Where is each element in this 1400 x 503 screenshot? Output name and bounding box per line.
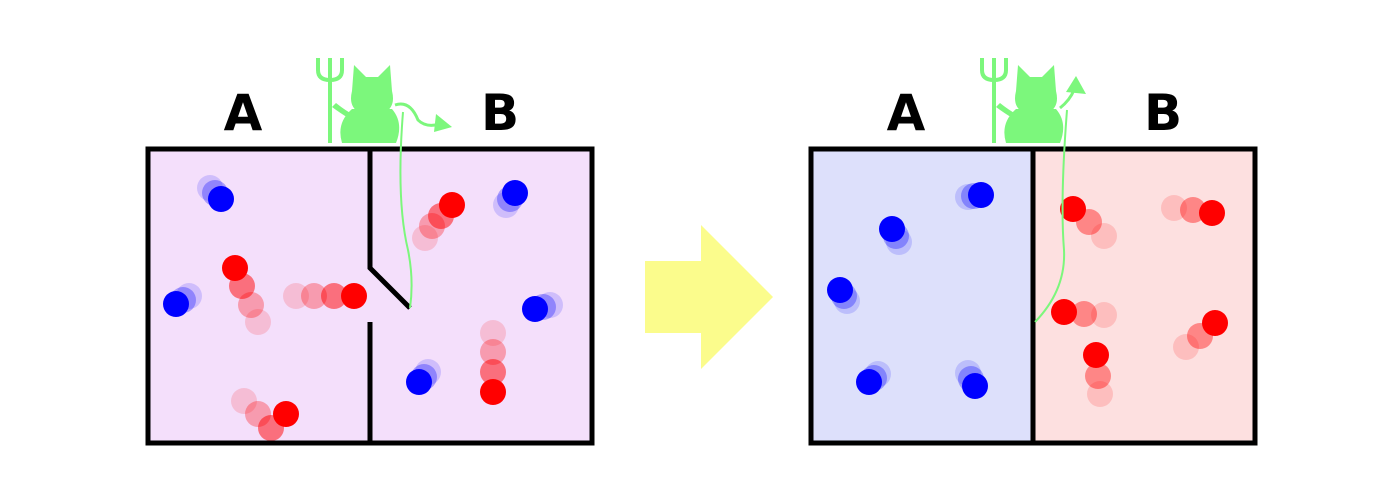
slow-molecule: [197, 175, 234, 212]
door-string: [1034, 109, 1068, 323]
panel-after: A B: [808, 58, 1258, 446]
label-a-after: A: [887, 84, 926, 142]
demon-tail: [1059, 89, 1076, 110]
trident-icon: [980, 58, 1008, 143]
demon-tail: [394, 102, 441, 127]
slow-molecule: [522, 292, 563, 322]
fast-molecule: [231, 388, 299, 441]
partition-wall: [367, 149, 412, 310]
slow-molecule: [955, 182, 994, 210]
slow-molecule: [163, 283, 202, 317]
slow-molecule: [406, 359, 441, 395]
fast-molecule: [222, 255, 271, 335]
molecules-after: [827, 182, 1228, 407]
chamber-b-after: [1033, 149, 1255, 443]
demon-icon: [316, 58, 452, 309]
demon-icon: [980, 58, 1086, 323]
molecules-before: [163, 175, 563, 441]
label-b-before: B: [481, 84, 519, 142]
fast-molecule: [283, 283, 367, 309]
slow-molecule: [879, 216, 912, 255]
slow-molecule: [827, 277, 860, 314]
door-string: [399, 111, 413, 309]
trident-icon: [316, 58, 344, 143]
panel-before: A B: [145, 58, 595, 446]
fast-molecule: [480, 320, 506, 405]
process-arrow: [645, 225, 773, 369]
right-arrow-icon: [645, 225, 773, 369]
slow-molecule: [955, 360, 988, 399]
label-b-after: B: [1144, 84, 1182, 142]
slow-molecule: [493, 180, 528, 218]
fast-molecule: [1083, 342, 1113, 407]
fast-molecule: [1051, 299, 1117, 328]
fast-molecule: [1173, 310, 1228, 360]
slow-molecule: [856, 361, 891, 395]
fast-molecule: [1060, 196, 1117, 249]
fast-molecule: [1161, 195, 1225, 226]
fast-molecule: [412, 192, 465, 251]
label-a-before: A: [224, 84, 263, 142]
